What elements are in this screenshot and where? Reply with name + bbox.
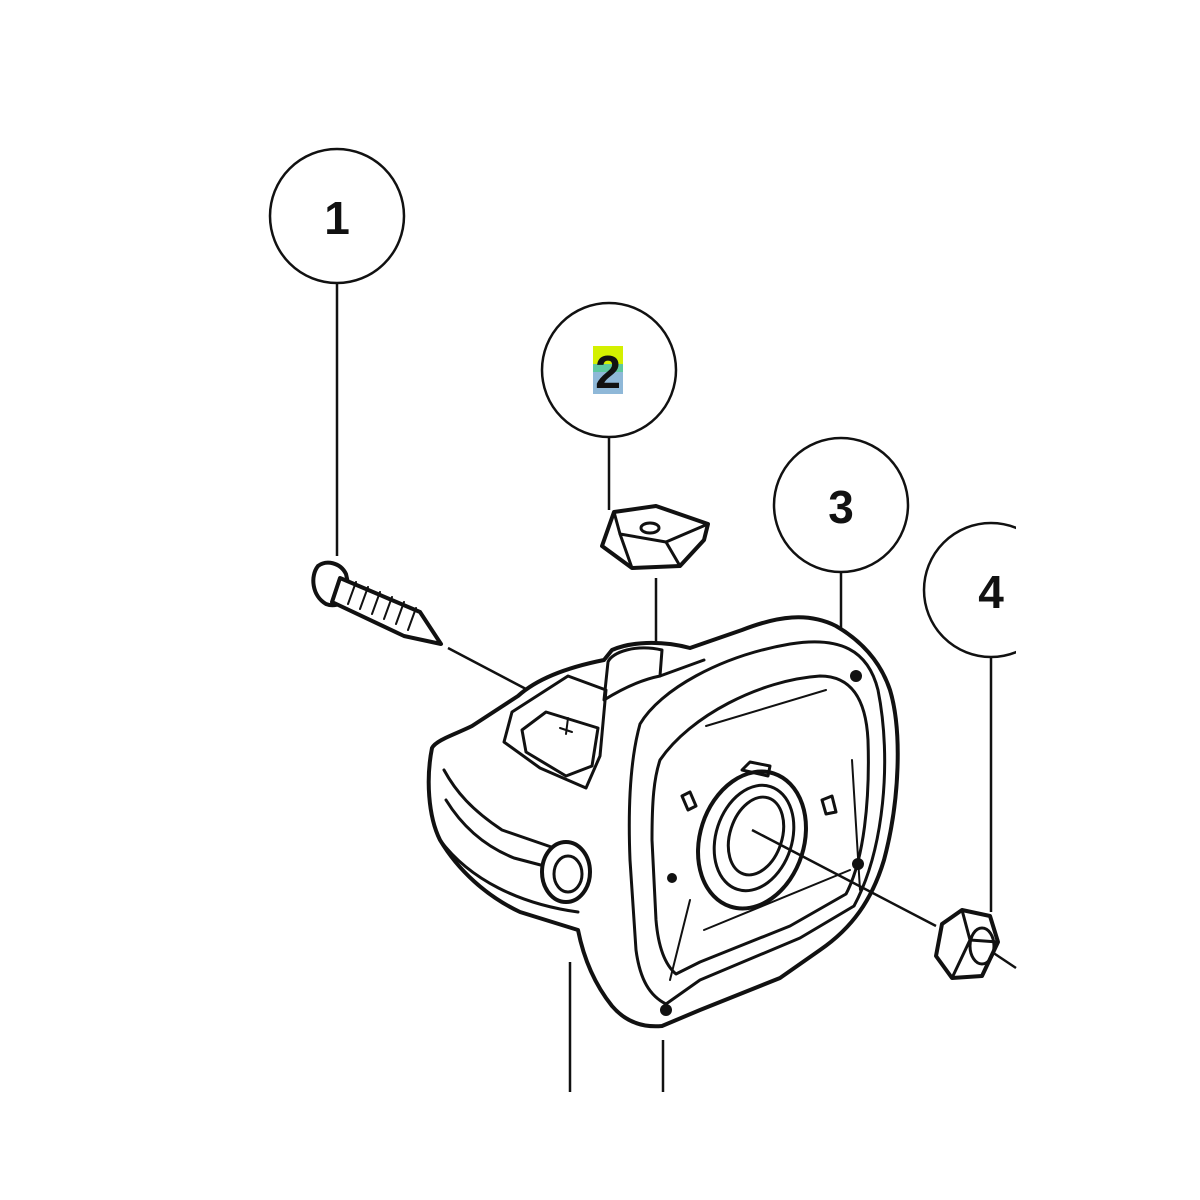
- callout-4-number: 4: [978, 566, 1004, 618]
- callout-2[interactable]: 2: [540, 301, 678, 439]
- gear-housing-part: [426, 615, 937, 1092]
- callout-3[interactable]: 3: [772, 436, 910, 574]
- hex-nut-part: [934, 908, 1017, 980]
- callout-2-highlight-yellow: [593, 346, 623, 364]
- callout-1[interactable]: 1: [268, 147, 406, 285]
- callout-3-number: 3: [828, 481, 854, 533]
- callout-1-number: 1: [324, 192, 350, 244]
- right-crop-mask: [1016, 0, 1200, 1200]
- callout-2-number: 2: [595, 346, 621, 398]
- clamp-plate-part: [600, 504, 710, 656]
- callout-2-highlight-blue: [593, 372, 623, 394]
- callout-2-highlight-green: [593, 364, 623, 372]
